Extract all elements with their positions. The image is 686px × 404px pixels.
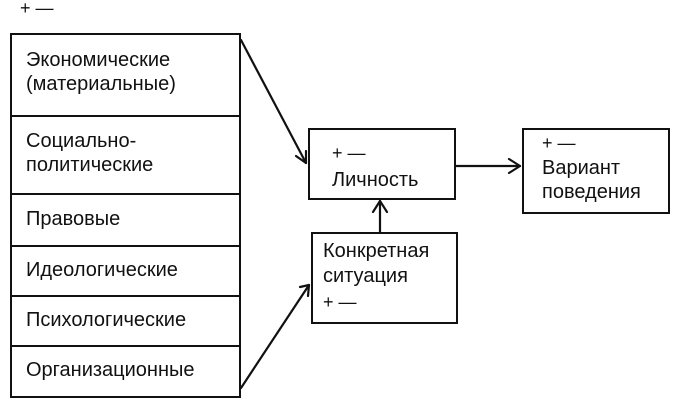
top-signs: + — bbox=[20, 0, 54, 18]
arrow-situation-to-personality-head bbox=[371, 199, 389, 214]
factor-economic-line2: (материальные) bbox=[26, 73, 176, 95]
factor-psychological: Психологические bbox=[12, 295, 239, 345]
arrow-factors-to-personality bbox=[239, 38, 308, 165]
personality-label: Личность bbox=[332, 169, 419, 191]
situation-line1: Конкретная bbox=[323, 240, 430, 262]
factor-economic: Экономические (материальные) bbox=[12, 35, 239, 115]
factor-socio-political-line2: политические bbox=[26, 154, 154, 176]
situation-signs: + — bbox=[323, 292, 357, 312]
behavior-line2: поведения bbox=[542, 181, 641, 203]
arrow-factors-bottom-to-situation-head bbox=[298, 283, 311, 298]
behavior-signs: + — bbox=[542, 133, 576, 153]
factor-economic-line1: Экономические bbox=[26, 49, 171, 71]
arrow-personality-to-behavior-head bbox=[507, 157, 522, 175]
factor-socio-political: Социально- политические bbox=[12, 115, 239, 193]
factor-organizational: Организационные bbox=[12, 345, 239, 396]
factor-ideological-label: Идеологические bbox=[26, 259, 178, 281]
factor-ideological: Идеологические bbox=[12, 245, 239, 295]
situation-line2: ситуация bbox=[323, 265, 408, 287]
behavior-line1: Вариант bbox=[542, 157, 621, 179]
arrow-factors-bottom-to-situation bbox=[239, 283, 311, 390]
personality-box: + — Личность bbox=[308, 128, 456, 200]
factor-legal: Правовые bbox=[12, 193, 239, 245]
arrow-factors-to-personality-head bbox=[294, 149, 308, 165]
behavior-box: + — Вариант поведения bbox=[522, 128, 670, 214]
situation-box: Конкретная ситуация + — bbox=[311, 232, 458, 324]
factor-legal-label: Правовые bbox=[26, 208, 121, 230]
factor-psychological-label: Психологические bbox=[26, 309, 187, 331]
personality-signs: + — bbox=[332, 143, 366, 163]
factor-organizational-label: Организационные bbox=[26, 359, 195, 381]
factor-socio-political-line1: Социально- bbox=[26, 130, 137, 152]
factors-column: Экономические (материальные) Социально- … bbox=[10, 33, 241, 398]
